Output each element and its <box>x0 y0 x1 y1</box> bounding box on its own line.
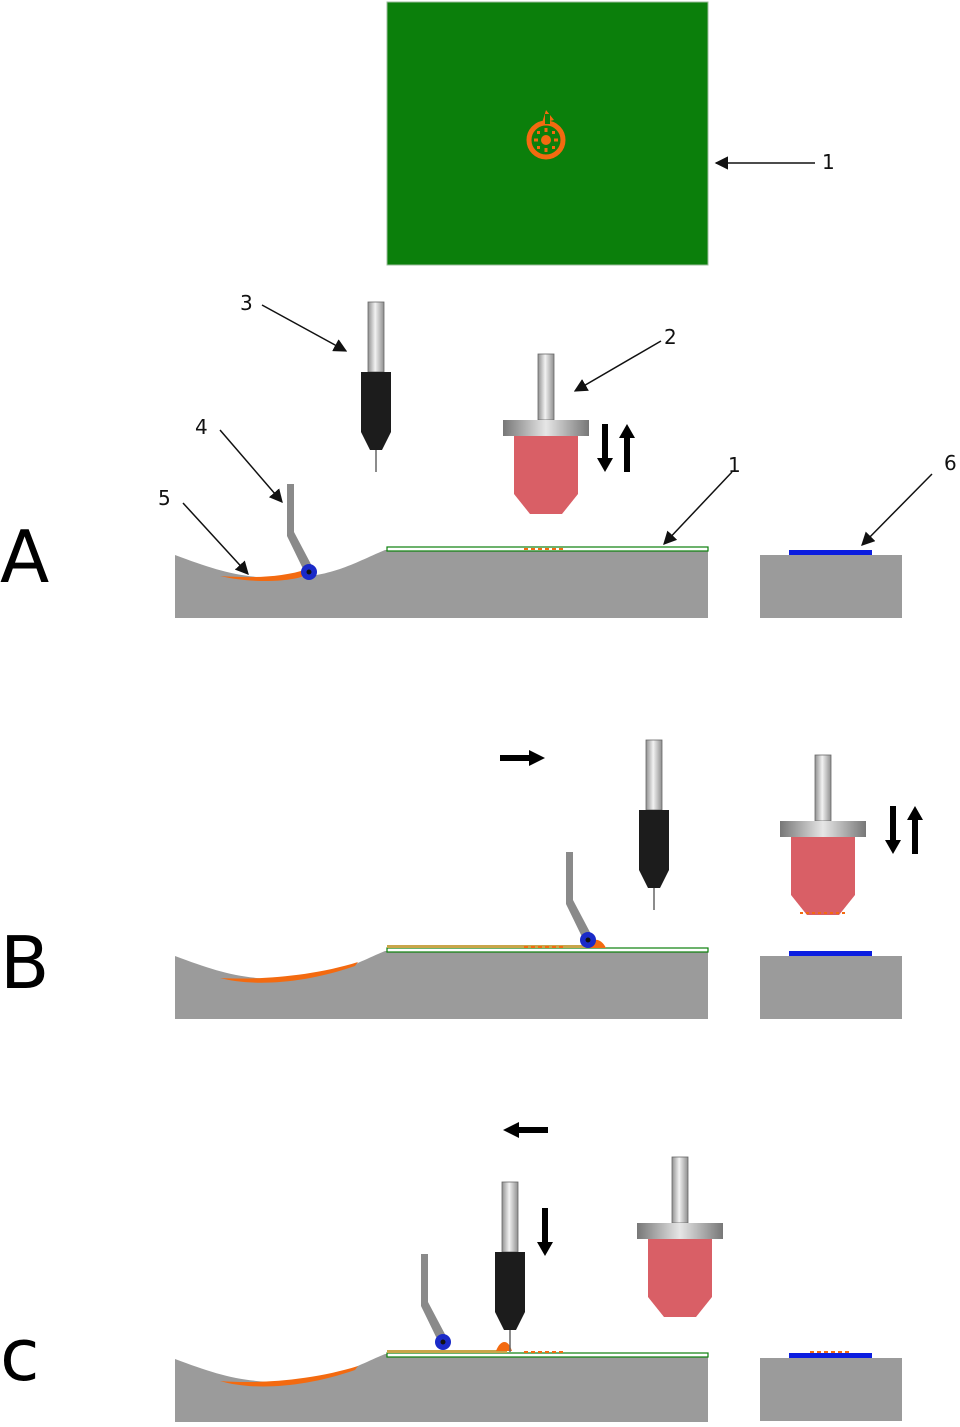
panel-label-b: B <box>0 921 49 1005</box>
platform-c <box>175 1354 708 1422</box>
nozzle-c <box>494 1181 526 1353</box>
press-head-a <box>502 353 590 515</box>
callout-5: 5 <box>158 486 171 510</box>
paste-layer-b <box>387 945 592 948</box>
solder-paste-c <box>220 1366 358 1387</box>
panel-c: c <box>0 1122 902 1422</box>
paste-layer-c <box>387 1350 507 1353</box>
squeegee-b <box>566 852 596 948</box>
target-block-a <box>760 555 902 618</box>
platform-b <box>175 951 708 1019</box>
callout-1-top: 1 <box>822 150 835 174</box>
target-pad-a <box>789 550 872 555</box>
leader-5 <box>182 502 249 575</box>
callout-4: 4 <box>195 415 208 439</box>
nozzle-b <box>638 739 670 911</box>
leader-2 <box>573 340 662 392</box>
leader-4 <box>219 429 283 504</box>
press-head-c <box>636 1156 724 1318</box>
down-arrow-icon <box>537 1208 553 1256</box>
leader-1-a <box>663 471 733 545</box>
up-down-arrows-icon <box>597 424 635 472</box>
solder-paste-a <box>220 569 310 582</box>
solder-paste-b <box>220 962 358 983</box>
squeegee-a <box>287 484 317 580</box>
target-block-b <box>760 956 902 1019</box>
target-block-c <box>760 1358 902 1421</box>
callout-2: 2 <box>664 325 677 349</box>
callout-3: 3 <box>240 291 253 315</box>
leader-3 <box>261 304 348 352</box>
callout-6: 6 <box>944 451 957 475</box>
panel-a: A 3 2 4 5 1 6 <box>0 291 957 618</box>
panel-label-a: A <box>0 515 49 599</box>
target-pad-c <box>789 1353 872 1358</box>
callout-1-a: 1 <box>728 453 741 477</box>
right-arrow-icon <box>500 750 545 766</box>
rotation-icon <box>526 110 566 160</box>
board-top-view <box>386 1 709 266</box>
nozzle-a <box>360 301 392 473</box>
up-down-arrows-icon <box>885 806 923 854</box>
press-head-b <box>779 754 867 916</box>
board-side-c <box>386 1352 709 1358</box>
leader-6 <box>861 473 933 546</box>
panel-b: B <box>0 739 923 1019</box>
platform-a <box>175 550 708 618</box>
left-arrow-icon <box>503 1122 548 1138</box>
panel-label-c: c <box>0 1313 40 1397</box>
board-side-b <box>386 947 709 953</box>
target-pad-b <box>789 951 872 956</box>
squeegee-c <box>421 1254 451 1350</box>
